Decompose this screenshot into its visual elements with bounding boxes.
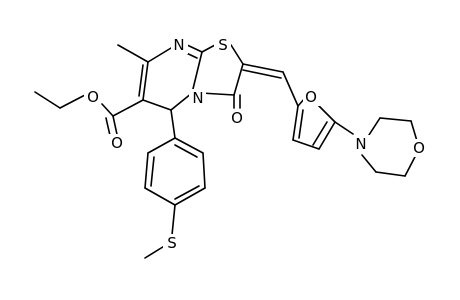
atom-label-oxygen: O [413,139,425,157]
atom-label-oxygen: O [231,109,243,127]
atom-label-sulfur: S [167,234,177,252]
atom-label-oxygen: O [87,88,99,106]
atom-label-oxygen: O [305,88,317,106]
atom-labels: N S N O O O O N O S [84,36,428,252]
atom-label-nitrogen: N [355,135,366,153]
atom-label-nitrogen: N [173,36,184,54]
atom-label-oxygen: O [111,134,123,152]
atom-label-sulfur: S [218,36,228,54]
atom-label-nitrogen: N [192,89,203,107]
